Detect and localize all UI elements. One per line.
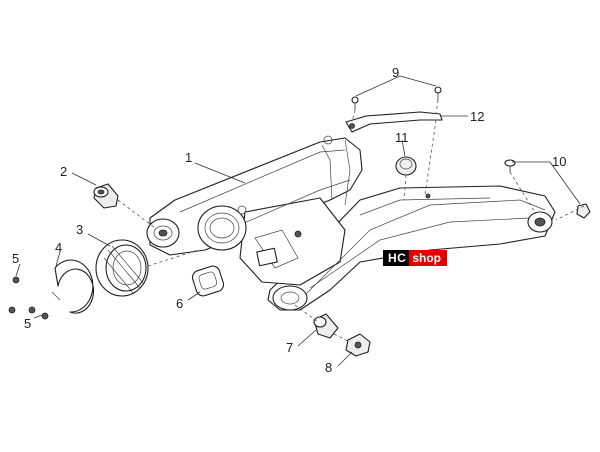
callout-11: 11 xyxy=(395,130,409,145)
assembly-lines xyxy=(117,99,585,343)
callout-1: 1 xyxy=(185,150,192,165)
callout-7: 7 xyxy=(286,340,293,355)
callout-2: 2 xyxy=(60,164,67,179)
part-5-screws xyxy=(8,276,49,320)
callout-10: 10 xyxy=(552,154,566,169)
watermark-shop: shop xyxy=(409,250,448,266)
callout-12: 12 xyxy=(470,109,484,124)
callout-3: 3 xyxy=(76,222,83,237)
callout-5-upper: 5 xyxy=(12,251,19,266)
part-3-cover xyxy=(95,239,149,297)
watermark-hc: HC xyxy=(383,250,410,266)
leader-lines xyxy=(15,75,581,367)
part-4-clip xyxy=(51,259,95,314)
callout-labels: 1 2 3 4 5 5 6 7 8 9 10 11 12 xyxy=(12,65,566,375)
part-8-nut xyxy=(345,333,371,357)
part-11-pad xyxy=(395,156,417,176)
part-2-bushing xyxy=(93,183,119,209)
callout-6: 6 xyxy=(176,296,183,311)
callout-8: 8 xyxy=(325,360,332,375)
callout-5-lower: 5 xyxy=(24,316,31,331)
part-12-bracket xyxy=(345,111,443,133)
part-6-seal xyxy=(191,265,225,297)
callout-4: 4 xyxy=(55,240,62,255)
hcshop-watermark: HC shop xyxy=(383,250,448,266)
swingarm xyxy=(146,135,556,311)
part-10-fastener xyxy=(504,159,591,219)
callout-9: 9 xyxy=(392,65,399,80)
part-7-bushing xyxy=(313,313,339,339)
part-9-screws xyxy=(351,86,442,110)
